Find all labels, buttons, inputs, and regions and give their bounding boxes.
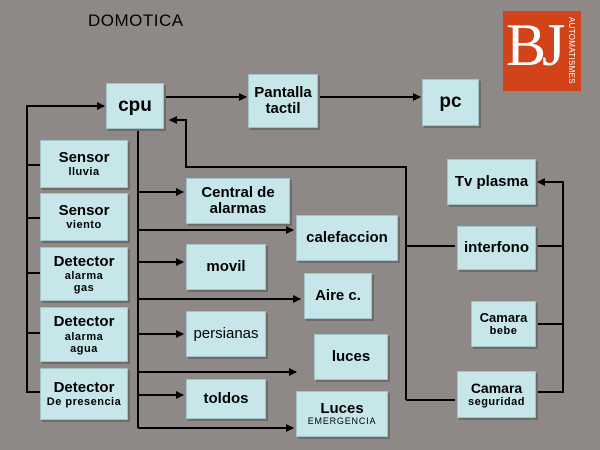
cpu-node: cpu (106, 83, 164, 129)
input-sublabel: lluvia (68, 166, 100, 179)
page-title: DOMOTICA (88, 11, 184, 30)
toldos-node: toldos (186, 379, 266, 419)
logo-mark: BJ (506, 12, 565, 78)
central-alarmas-node: Central de alarmas (186, 178, 290, 224)
cpu-label: cpu (118, 94, 152, 116)
pantalla-tactil-node: Pantalla tactil (248, 74, 318, 128)
detector-agua-node: Detector alarma agua (40, 307, 128, 362)
device-label: Camara (479, 309, 528, 325)
output-label: luces (331, 347, 371, 365)
output-label: Aire c. (315, 286, 361, 304)
input-label: Detector (53, 252, 115, 270)
input-sublabel: De presencia (46, 396, 122, 409)
input-sublabel: viento (66, 219, 102, 232)
input-sublabel: gas (73, 282, 95, 295)
detector-presencia-node: Detector De presencia (40, 368, 128, 420)
input-sublabel: alarma (64, 270, 104, 283)
input-bus (26, 102, 105, 393)
input-label: Detector (53, 378, 115, 396)
pc-node: pc (422, 79, 479, 126)
sensor-viento-node: Sensor viento (40, 193, 128, 241)
output-label: Luces (320, 399, 364, 417)
calefaccion-node: calefaccion (296, 215, 398, 261)
device-label: Camara (470, 379, 523, 396)
output-label: persianas (193, 324, 259, 342)
device-sublabel: seguridad (467, 396, 526, 409)
device-sublabel: bebe (489, 325, 518, 338)
persianas-node: persianas (186, 311, 266, 357)
sensor-lluvia-node: Sensor lluvia (40, 140, 128, 188)
interfono-node: interfono (457, 226, 536, 270)
output-label: Central de (201, 183, 275, 201)
input-sublabel: agua (70, 342, 98, 355)
company-logo: BJ AUTOMATISMES (503, 11, 581, 91)
input-sublabel: alarma (64, 330, 104, 343)
luces-emergencia-node: Luces EMERGENCIA (296, 391, 388, 437)
device-label: interfono (464, 238, 529, 256)
logo-text: AUTOMATISMES (567, 17, 576, 84)
pantalla-label-1: Pantalla (254, 83, 312, 101)
output-label: movil (206, 257, 246, 275)
output-label: alarmas (209, 200, 267, 217)
output-label: toldos (203, 389, 249, 407)
luces-node: luces (314, 334, 388, 380)
input-label: Detector (53, 313, 115, 331)
input-label: Sensor (58, 201, 110, 219)
output-label: calefaccion (306, 228, 388, 246)
pc-label: pc (439, 91, 462, 113)
device-label: Tv plasma (454, 172, 529, 190)
tv-plasma-node: Tv plasma (447, 159, 536, 205)
movil-node: movil (186, 244, 266, 290)
aire-node: Aire c. (304, 273, 372, 319)
camara-bebe-node: Camara bebe (471, 301, 536, 347)
tv-bus (537, 178, 564, 393)
detector-gas-node: Detector alarma gas (40, 247, 128, 301)
output-sublabel: EMERGENCIA (307, 416, 377, 427)
pantalla-label-2: tactil (265, 100, 301, 117)
input-label: Sensor (58, 148, 110, 166)
camara-seguridad-node: Camara seguridad (457, 371, 536, 418)
